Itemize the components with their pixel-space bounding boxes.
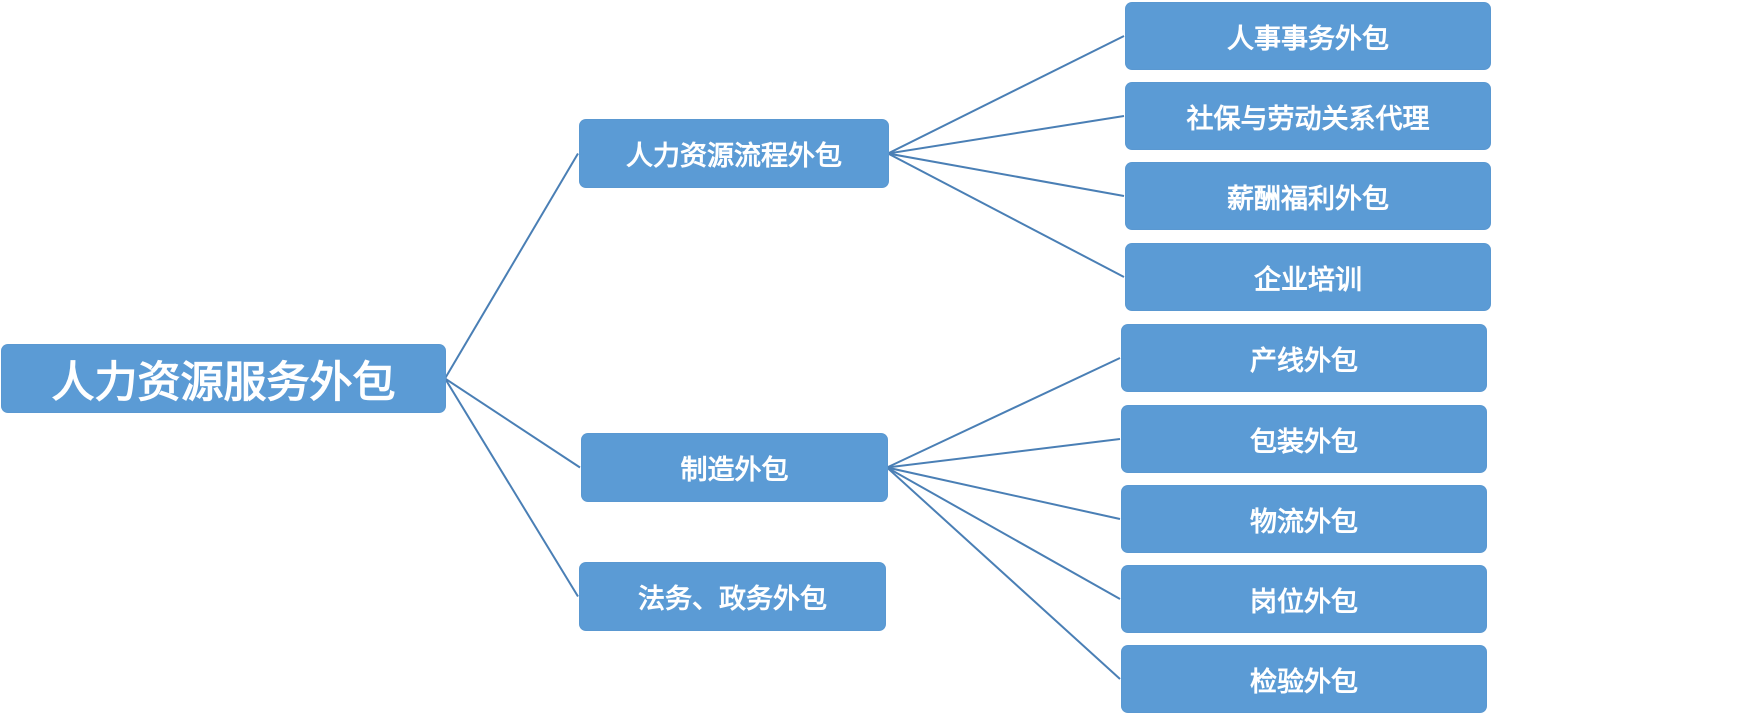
leaf-social-security-labor: 社保与劳动关系代理 (1126, 83, 1490, 149)
leaf-inspection: 检验外包 (1122, 646, 1486, 712)
branch-hr-process-outsourcing: 人力资源流程外包 (580, 120, 888, 187)
connector-hr-l2 (887, 115, 1125, 155)
connector-mfg-m2 (886, 438, 1121, 469)
branch-legal-government-outsourcing: 法务、政务外包 (580, 563, 885, 630)
connector-hr-l1 (887, 35, 1125, 155)
leaf-payroll-benefits: 薪酬福利外包 (1126, 163, 1490, 229)
connector-root-hr (444, 152, 579, 380)
connector-hr-l3 (887, 152, 1125, 197)
leaf-positions: 岗位外包 (1122, 566, 1486, 632)
branch-manufacturing-outsourcing: 制造外包 (582, 434, 887, 501)
leaf-corporate-training: 企业培训 (1126, 244, 1490, 310)
connector-hr-l4 (887, 152, 1125, 278)
leaf-packaging: 包装外包 (1122, 406, 1486, 472)
connector-mfg-m3 (886, 466, 1121, 520)
connector-mfg-m4 (886, 466, 1121, 600)
connector-root-legal (444, 377, 579, 598)
root-node: 人力资源服务外包 (2, 345, 445, 412)
connector-mfg-m5 (886, 466, 1121, 680)
leaf-personnel-affairs: 人事事务外包 (1126, 3, 1490, 69)
connector-root-mfg (444, 377, 581, 469)
connector-mfg-m1 (886, 357, 1121, 469)
leaf-production-line: 产线外包 (1122, 325, 1486, 391)
leaf-logistics: 物流外包 (1122, 486, 1486, 552)
